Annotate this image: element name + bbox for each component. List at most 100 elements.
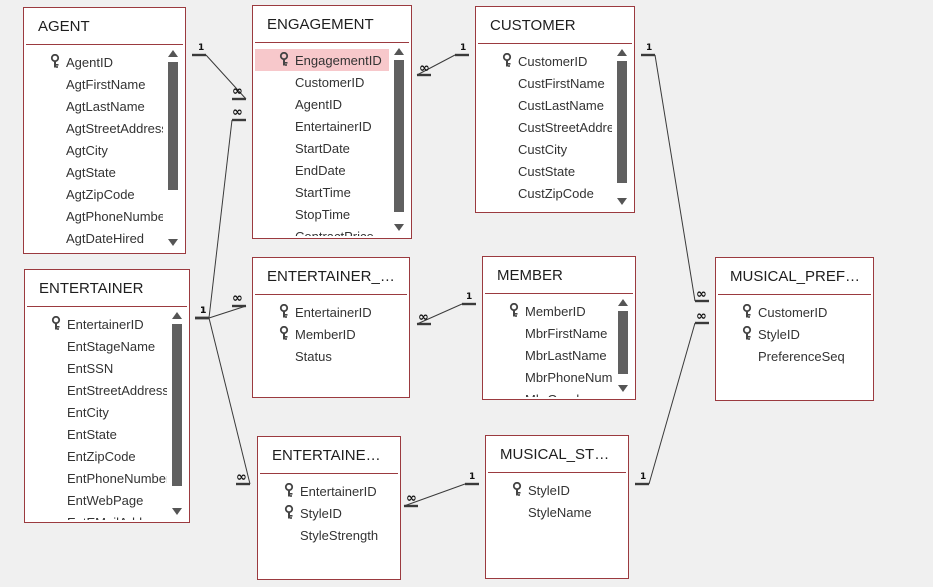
scroll-down-arrow-icon[interactable] — [172, 506, 182, 516]
scroll-thumb[interactable] — [172, 324, 182, 486]
field-row[interactable]: CustZipCode — [478, 182, 612, 204]
scroll-thumb[interactable] — [617, 61, 627, 184]
field-row[interactable]: StyleID — [718, 323, 871, 345]
table-musical_preferences[interactable]: MUSICAL_PREFERE... CustomerIDStyleIDPrefe… — [715, 257, 874, 401]
field-row[interactable]: MbrFirstName — [485, 322, 613, 344]
field-row[interactable]: AgtState — [26, 161, 163, 183]
field-row[interactable]: EntertainerID — [260, 480, 398, 502]
field-row[interactable]: CustFirstName — [478, 72, 612, 94]
field-row[interactable]: MemberID — [255, 323, 407, 345]
field-row[interactable]: EntStageName — [27, 335, 167, 357]
field-row[interactable]: AgtDateHired — [26, 227, 163, 249]
field-row[interactable]: StyleID — [260, 502, 398, 524]
scroll-down-arrow-icon[interactable] — [618, 383, 628, 393]
field-row[interactable]: CustStreetAddress — [478, 116, 612, 138]
field-row[interactable]: CustomerID — [478, 50, 612, 72]
table-title[interactable]: AGENT — [38, 18, 90, 35]
field-name: ContractPrice — [295, 229, 374, 236]
field-row[interactable]: CustomerID — [718, 301, 871, 323]
scroll-down-arrow-icon[interactable] — [617, 196, 627, 206]
table-title[interactable]: ENTERTAINER — [39, 280, 144, 297]
field-row[interactable]: StopTime — [255, 203, 389, 225]
field-row[interactable]: AgtSalary — [26, 249, 163, 251]
field-row[interactable]: StyleID — [488, 479, 626, 501]
field-name: MbrPhoneNumber — [525, 370, 613, 385]
field-row[interactable]: CustomerID — [255, 71, 389, 93]
field-row[interactable]: EntCity — [27, 401, 167, 423]
field-name: EntStreetAddress — [67, 383, 167, 398]
field-row[interactable]: EntWebPage — [27, 489, 167, 511]
field-row[interactable]: StartTime — [255, 181, 389, 203]
field-row[interactable]: AgentID — [255, 93, 389, 115]
table-entertainer_members[interactable]: ENTERTAINER_ME... EntertainerIDMemberIDSt… — [252, 257, 410, 398]
scroll-down-arrow-icon[interactable] — [394, 222, 404, 232]
field-row[interactable]: AgtPhoneNumber — [26, 205, 163, 227]
field-row[interactable]: PreferenceSeq — [718, 345, 871, 367]
table-title[interactable]: CUSTOMER — [490, 17, 576, 34]
field-row[interactable]: EngagementID — [255, 49, 389, 71]
field-row[interactable]: MbrGender — [485, 388, 613, 397]
scroll-up-arrow-icon[interactable] — [394, 46, 404, 56]
field-name: AgtPhoneNumber — [66, 209, 163, 224]
field-row[interactable]: EntState — [27, 423, 167, 445]
vertical-scrollbar[interactable] — [617, 297, 629, 393]
field-row[interactable]: StyleName — [488, 501, 626, 523]
field-row[interactable]: StartDate — [255, 137, 389, 159]
table-title[interactable]: MUSICAL_PREFERE... — [730, 268, 863, 285]
table-title[interactable]: MEMBER — [497, 267, 563, 284]
field-row[interactable]: CustState — [478, 160, 612, 182]
table-title[interactable]: ENTERTAINER_S... — [272, 447, 390, 464]
scroll-down-arrow-icon[interactable] — [168, 237, 178, 247]
field-name: MemberID — [525, 304, 586, 319]
field-row[interactable]: MemberID — [485, 300, 613, 322]
field-name: EntertainerID — [67, 317, 144, 332]
field-row[interactable]: EntStreetAddress — [27, 379, 167, 401]
table-entertainer_styles[interactable]: ENTERTAINER_S... EntertainerIDStyleIDStyl… — [257, 436, 401, 580]
field-row[interactable]: EntertainerID — [255, 115, 389, 137]
field-row[interactable]: ContractPrice — [255, 225, 389, 236]
field-row[interactable]: AgentID — [26, 51, 163, 73]
scroll-thumb[interactable] — [168, 62, 178, 191]
field-row[interactable]: AgtZipCode — [26, 183, 163, 205]
field-row[interactable]: EntZipCode — [27, 445, 167, 467]
field-row[interactable]: EntertainerID — [27, 313, 167, 335]
table-title[interactable]: ENGAGEMENT — [267, 16, 374, 33]
field-row[interactable]: Status — [255, 345, 407, 367]
field-row[interactable]: EntertainerID — [255, 301, 407, 323]
vertical-scrollbar[interactable] — [616, 47, 628, 206]
table-title[interactable]: MUSICAL_STYLE — [500, 446, 618, 463]
field-row[interactable]: AgtStreetAddress — [26, 117, 163, 139]
field-name: CustFirstName — [518, 76, 605, 91]
scroll-up-arrow-icon[interactable] — [172, 310, 182, 320]
field-row[interactable]: AgtCity — [26, 139, 163, 161]
field-row[interactable]: CustPhoneNumber — [478, 204, 612, 210]
vertical-scrollbar[interactable] — [393, 46, 405, 232]
scroll-up-arrow-icon[interactable] — [168, 48, 178, 58]
field-row[interactable]: AgtLastName — [26, 95, 163, 117]
field-row[interactable]: EntSSN — [27, 357, 167, 379]
field-row[interactable]: StyleStrength — [260, 524, 398, 546]
vertical-scrollbar[interactable] — [171, 310, 183, 516]
field-row[interactable]: CustCity — [478, 138, 612, 160]
field-row[interactable]: EntEMailAddress — [27, 511, 167, 520]
vertical-scrollbar[interactable] — [167, 48, 179, 247]
field-row[interactable]: EndDate — [255, 159, 389, 181]
scroll-thumb[interactable] — [618, 311, 628, 374]
table-title[interactable]: ENTERTAINER_ME... — [267, 268, 399, 285]
scroll-up-arrow-icon[interactable] — [617, 47, 627, 57]
scroll-thumb[interactable] — [394, 60, 404, 212]
scroll-up-arrow-icon[interactable] — [618, 297, 628, 307]
field-row[interactable]: MbrLastName — [485, 344, 613, 366]
field-row[interactable]: CustLastName — [478, 94, 612, 116]
field-row[interactable]: EntPhoneNumber — [27, 467, 167, 489]
field-row[interactable]: AgtFirstName — [26, 73, 163, 95]
field-name: CustLastName — [518, 98, 604, 113]
field-row[interactable]: MbrPhoneNumber — [485, 366, 613, 388]
